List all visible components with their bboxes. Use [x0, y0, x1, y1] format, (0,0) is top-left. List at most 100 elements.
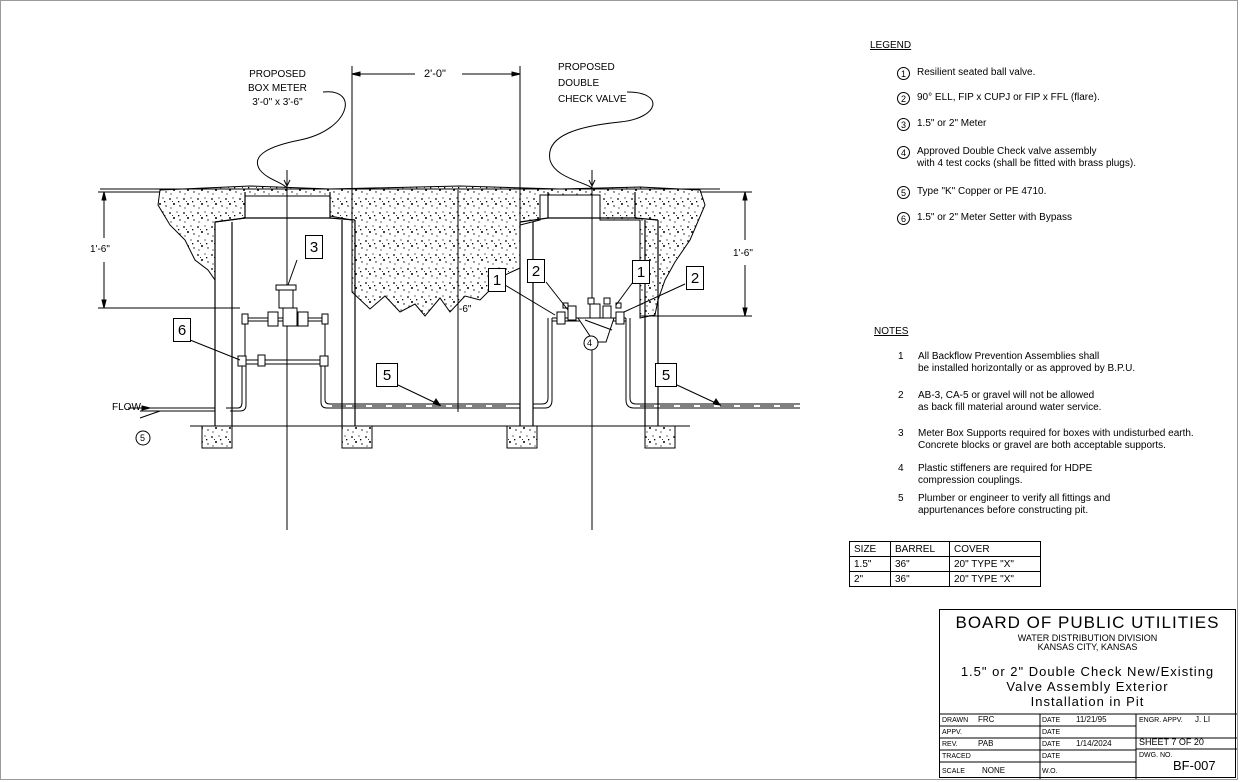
date3-label: DATE	[1042, 741, 1061, 748]
support-blocks	[201, 425, 676, 449]
note-number: 2	[898, 390, 904, 401]
date3-value: 1/14/2024	[1076, 739, 1112, 748]
earth-fill	[157, 185, 706, 319]
legend-text: 1.5" or 2" Meter	[917, 118, 987, 129]
dimension-right	[640, 191, 752, 317]
callout-5-left: 5	[376, 363, 398, 387]
appv-label: APPV.	[942, 729, 962, 736]
callout-3: 3	[305, 235, 323, 259]
table-cell: 20" TYPE "X"	[949, 556, 1041, 572]
legend-number: 2	[897, 92, 910, 105]
legend-item: 1 Resilient seated ball valve.	[897, 67, 1035, 80]
traced-label: TRACED	[942, 753, 971, 760]
table-cell: 20" TYPE "X"	[949, 571, 1041, 587]
scale-label: SCALE	[942, 768, 965, 775]
note-text: AB-3, CA-5 or gravel will not be allowed…	[918, 390, 1102, 413]
table-header-cell: COVER	[949, 541, 1041, 557]
note-text: All Backflow Prevention Assemblies shall…	[918, 351, 1136, 374]
proposed-double-check-label: PROPOSED DOUBLE CHECK VALVE	[558, 62, 627, 105]
legend-item: 2 90° ELL, FIP x CUPJ or FIP x FFL (flare…	[897, 92, 1100, 105]
drawn-value: FRC	[978, 715, 995, 724]
flow-circle-label: 5	[140, 433, 146, 443]
note-item: 1 All Backflow Prevention Assemblies shal…	[898, 351, 1135, 375]
proposed-box-meter-label: PROPOSED BOX METER 3'-0" x 3'-6"	[248, 69, 307, 108]
table-header-cell: BARREL	[890, 541, 950, 557]
note-item: 5 Plumber or engineer to verify all fitti…	[898, 493, 1110, 517]
dimension-left-label: 1'-6"	[90, 244, 110, 255]
sheet-number: SHEET 7 OF 20	[1139, 737, 1204, 747]
table-cell: 2"	[849, 571, 891, 587]
legend-item: 4 Approved Double Check valve assembly wi…	[897, 146, 1136, 170]
date4-label: DATE	[1042, 753, 1061, 760]
flow-circle	[135, 430, 151, 446]
double-check-assembly	[556, 297, 625, 343]
date1-value: 11/21/95	[1076, 715, 1107, 724]
engr-value: J. LI	[1195, 715, 1211, 724]
scale-value: NONE	[982, 766, 1006, 775]
legend-number: 1	[897, 67, 910, 80]
table-row: 1.5" 36" 20" TYPE "X"	[849, 556, 1041, 572]
legend-text: Resilient seated ball valve.	[917, 67, 1036, 78]
table-row: 2" 36" 20" TYPE "X"	[849, 571, 1041, 587]
note-item: 3 Meter Box Supports required for boxes w…	[898, 428, 1194, 452]
legend-item: 3 1.5" or 2" Meter	[897, 118, 986, 131]
note-number: 3	[898, 428, 904, 439]
note-item: 4 Plastic stiffeners are required for HDP…	[898, 463, 1092, 487]
note-number: 4	[898, 463, 904, 474]
table-cell: 1.5"	[849, 556, 891, 572]
note-number: 5	[898, 493, 904, 504]
engr-label: ENGR. APPV.	[1139, 717, 1183, 724]
dimension-top-label: 2'-0"	[424, 68, 446, 80]
drawing-title: 1.5" or 2" Double Check New/Existing Val…	[960, 664, 1215, 709]
rev-label: REV.	[942, 741, 958, 748]
legend-text: Type "K" Copper or PE 4710.	[917, 186, 1047, 197]
dwg-label: DWG. NO.	[1139, 752, 1173, 759]
legend-number: 3	[897, 118, 910, 131]
size-table: SIZE BARREL COVER 1.5" 36" 20" TYPE "X" …	[849, 541, 1041, 587]
legend-number: 4	[897, 146, 910, 159]
legend-title: LEGEND	[870, 40, 912, 51]
org-name: BOARD OF PUBLIC UTILITIES	[955, 613, 1220, 632]
note-text: Plastic stiffeners are required for HDPE…	[918, 463, 1093, 486]
legend-text: 1.5" or 2" Meter Setter with Bypass	[917, 212, 1072, 223]
note-item: 2 AB-3, CA-5 or gravel will not be allowe…	[898, 390, 1101, 414]
circle-4-label: 4	[587, 338, 593, 348]
callout-2-left: 2	[527, 259, 545, 283]
dimension-right-label: 1'-6"	[733, 248, 753, 259]
check-box-walls	[519, 192, 659, 426]
callout-1-right: 1	[632, 260, 650, 284]
legend-text: Approved Double Check valve assembly wit…	[917, 146, 1136, 169]
table-cell: 36"	[890, 571, 950, 587]
table-header-cell: SIZE	[849, 541, 891, 557]
size-table-header: SIZE BARREL COVER	[849, 541, 1041, 557]
flow-label: FLOW	[112, 402, 141, 413]
rev-value: PAB	[978, 739, 994, 748]
circle-4	[583, 335, 599, 351]
legend-item: 5 Type "K" Copper or PE 4710.	[897, 186, 1046, 199]
note-text: Meter Box Supports required for boxes wi…	[918, 428, 1194, 451]
dimension-center-label: -6"	[459, 304, 472, 315]
date2-label: DATE	[1042, 729, 1061, 736]
meter-setter	[237, 284, 329, 367]
legend-number: 6	[897, 212, 910, 225]
legend-item: 6 1.5" or 2" Meter Setter with Bypass	[897, 212, 1072, 225]
dimension-left	[98, 191, 240, 309]
date1-label: DATE	[1042, 717, 1061, 724]
callout-leaders	[128, 259, 722, 419]
dimension-top	[351, 66, 521, 222]
division-name: WATER DISTRIBUTION DIVISION	[1017, 633, 1158, 643]
service-line-left	[140, 362, 520, 412]
note-number: 1	[898, 351, 904, 362]
callout-6: 6	[173, 318, 191, 342]
table-cell: 36"	[890, 556, 950, 572]
legend-text: 90° ELL, FIP x CUPJ or FIP x FFL (flare)…	[917, 92, 1100, 103]
legend-number: 5	[897, 186, 910, 199]
drawn-label: DRAWN	[942, 717, 969, 724]
dwg-number: BF-007	[1173, 758, 1216, 773]
note-text: Plumber or engineer to verify all fittin…	[918, 493, 1111, 516]
wo-label: W.O.	[1042, 768, 1058, 775]
label-leaders	[257, 91, 654, 189]
callout-1-left: 1	[488, 268, 506, 292]
